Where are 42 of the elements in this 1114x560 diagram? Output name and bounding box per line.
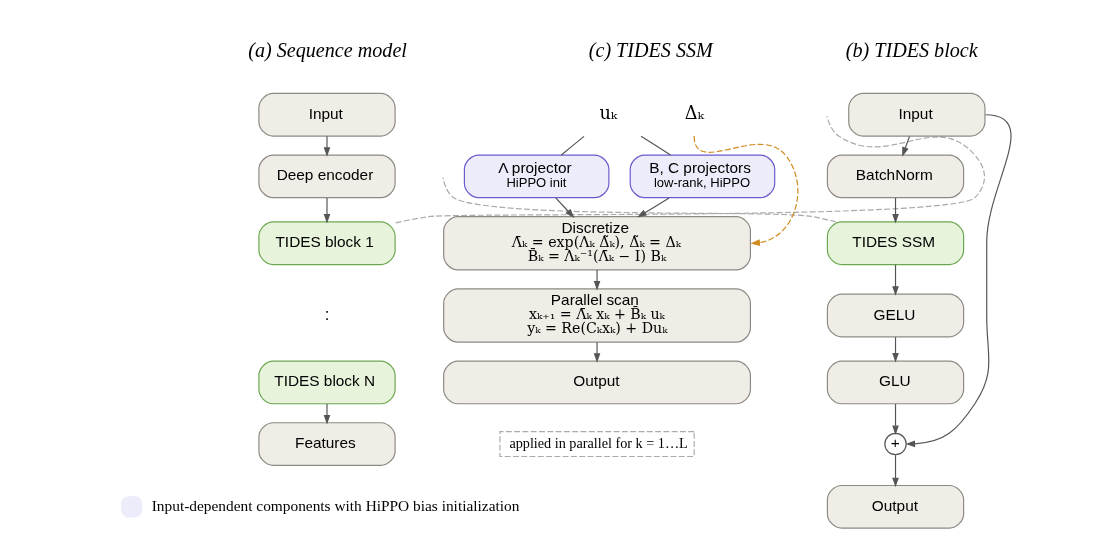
arrow — [905, 114, 1012, 448]
connector — [640, 135, 671, 156]
node-box: Output — [442, 360, 751, 405]
node-box: Output — [826, 484, 964, 529]
arrow — [323, 197, 330, 224]
node-text: Δₖ — [684, 102, 704, 123]
node-box: Input — [257, 92, 396, 137]
arrow — [891, 454, 899, 488]
node-box: TIDES block N — [257, 360, 396, 405]
label: (a) Sequence model — [247, 38, 407, 61]
label: (b) TIDES block — [845, 38, 978, 61]
node-box: BatchNorm — [826, 154, 964, 199]
node-box: TIDES block 1 — [257, 221, 396, 266]
node-box: GELU — [826, 293, 964, 338]
arrow — [636, 197, 670, 218]
arrow — [891, 264, 899, 296]
label: : — [324, 304, 329, 324]
connector — [394, 115, 985, 224]
arrow — [693, 135, 798, 246]
node-box: GLU — [826, 360, 964, 405]
node-box: Parallel scan xₖ₊₁ = Λ̄ₖ xₖ + B̄ₖ uₖ yₖ = Re(Cₖxₖ) + Duₖ — [442, 288, 751, 343]
node-box: TIDES SSM — [826, 221, 964, 266]
node-circle: + — [883, 432, 907, 456]
arrow — [901, 135, 910, 157]
node-text: uₖ — [598, 102, 617, 123]
arrow — [593, 341, 600, 363]
node-box: Deep encoder — [257, 154, 396, 199]
node-box: Features — [257, 422, 396, 466]
label: (c) TIDES SSM — [588, 38, 713, 61]
legend-label: Input-dependent components with HiPPO bias initialization — [151, 496, 519, 514]
node-box: applied in parallel for k = 1…L — [498, 431, 695, 458]
connector — [560, 135, 585, 156]
node-box: Λ projector HiPPO init — [463, 154, 609, 199]
arrow — [323, 135, 330, 157]
arrow — [593, 269, 600, 291]
node-box: Discretize Λ̄ₖ = exp(Λₖ Δ̃ₖ), Δ̃ₖ = Δₖ B̄ₖ = Λₖ⁻¹(Λ̄ₖ − I) Bₖ — [442, 216, 751, 271]
node-box: Input — [847, 92, 986, 137]
node-box: B, C projectors low-rank, HiPPO — [629, 154, 775, 199]
arrow — [891, 403, 899, 436]
arrow — [323, 403, 330, 425]
arrow — [554, 197, 574, 218]
connector — [442, 177, 837, 223]
